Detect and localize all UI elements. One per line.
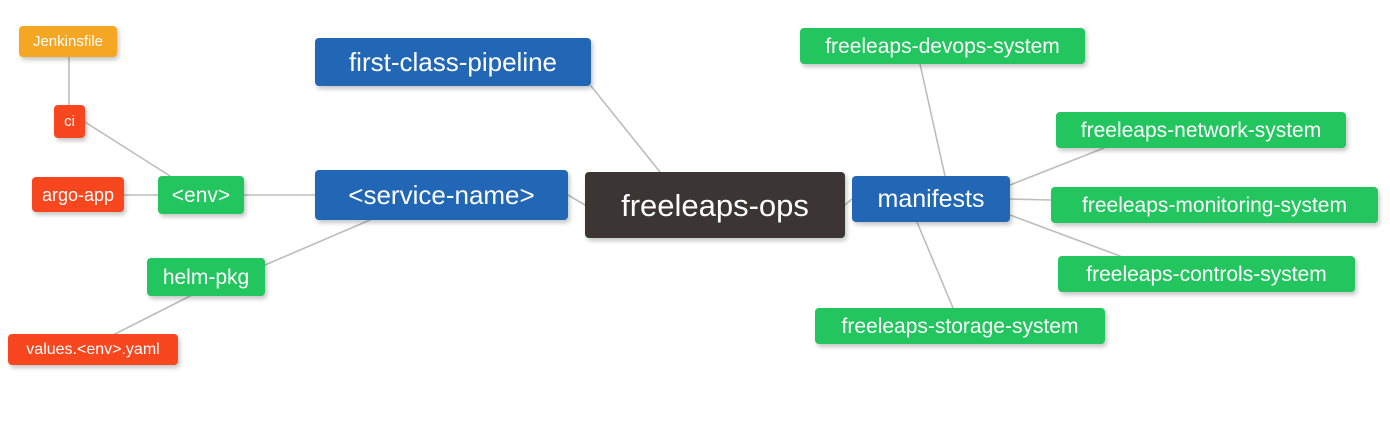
edge-manifests-to-freeleaps-devops-system: [919, 63, 946, 177]
node-label-freeleaps-devops-system: freeleaps-devops-system: [825, 34, 1060, 58]
edge-manifests-to-freeleaps-storage-system: [916, 221, 954, 309]
node-freeleaps-ops[interactable]: freeleaps-ops: [585, 172, 845, 238]
node-manifests[interactable]: manifests: [852, 176, 1010, 222]
node-freeleaps-devops-system[interactable]: freeleaps-devops-system: [800, 28, 1085, 64]
node-freeleaps-network-system[interactable]: freeleaps-network-system: [1056, 112, 1346, 148]
node-env[interactable]: <env>: [158, 176, 244, 214]
edge-freeleaps-ops-to-first-class-pipeline: [590, 85, 661, 173]
node-label-service-name: <service-name>: [348, 180, 535, 210]
node-values-env-yaml[interactable]: values.<env>.yaml: [8, 334, 178, 365]
node-label-helm-pkg: helm-pkg: [162, 265, 250, 289]
node-argo-app[interactable]: argo-app: [32, 177, 124, 212]
node-label-freeleaps-ops: freeleaps-ops: [621, 187, 809, 223]
node-freeleaps-controls-system[interactable]: freeleaps-controls-system: [1058, 256, 1355, 292]
node-label-freeleaps-monitoring-system: freeleaps-monitoring-system: [1082, 193, 1347, 217]
edge-freeleaps-ops-to-manifests: [844, 198, 853, 206]
edge-manifests-to-freeleaps-monitoring-system: [1009, 198, 1052, 201]
node-first-class-pipeline[interactable]: first-class-pipeline: [315, 38, 591, 86]
node-label-env: <env>: [171, 183, 231, 207]
edge-env-to-ci: [84, 121, 171, 177]
node-label-manifests: manifests: [877, 184, 985, 213]
node-freeleaps-storage-system[interactable]: freeleaps-storage-system: [815, 308, 1105, 344]
node-jenkinsfile[interactable]: Jenkinsfile: [19, 26, 117, 57]
node-label-jenkinsfile: Jenkinsfile: [32, 33, 104, 50]
node-label-freeleaps-network-system: freeleaps-network-system: [1080, 118, 1322, 142]
node-helm-pkg[interactable]: helm-pkg: [147, 258, 265, 296]
node-label-argo-app: argo-app: [41, 184, 115, 205]
edge-service-name-to-helm-pkg: [264, 219, 371, 266]
node-label-ci: ci: [64, 113, 75, 130]
node-ci[interactable]: ci: [54, 105, 85, 138]
node-label-freeleaps-storage-system: freeleaps-storage-system: [841, 314, 1079, 338]
node-service-name[interactable]: <service-name>: [315, 170, 568, 220]
edge-manifests-to-freeleaps-network-system: [1009, 147, 1105, 186]
node-label-first-class-pipeline: first-class-pipeline: [348, 47, 558, 77]
node-label-values-env-yaml: values.<env>.yaml: [26, 340, 160, 358]
node-label-freeleaps-controls-system: freeleaps-controls-system: [1086, 262, 1327, 286]
edge-helm-pkg-to-values-env-yaml: [114, 295, 191, 335]
edge-freeleaps-ops-to-service-name: [567, 194, 586, 206]
node-freeleaps-monitoring-system[interactable]: freeleaps-monitoring-system: [1051, 187, 1378, 223]
